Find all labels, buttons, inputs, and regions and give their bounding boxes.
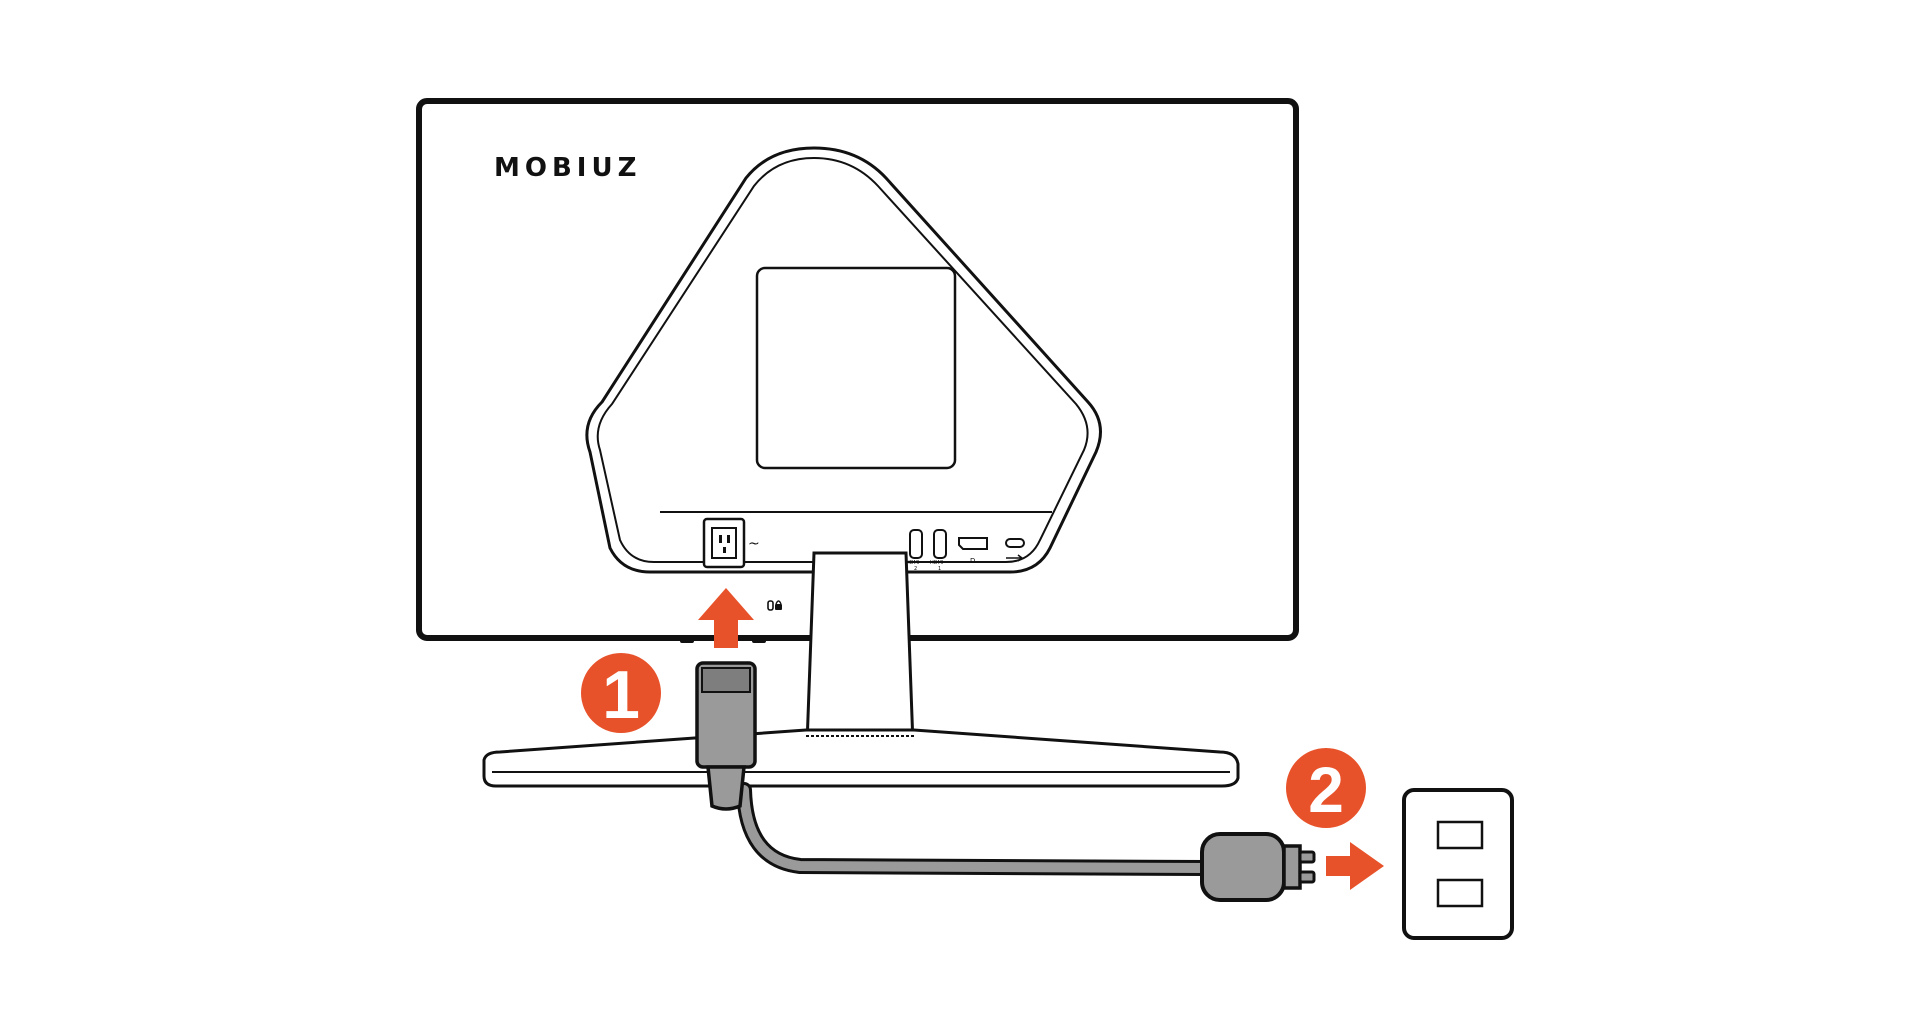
usb-c-port [1005, 538, 1025, 562]
hdmi-port-2: HDMI 2 [906, 529, 923, 572]
power-plug-icon [1200, 832, 1316, 902]
step-badge-2: 2 [1286, 748, 1366, 828]
kensington-lock-icon [767, 600, 782, 611]
step-number-1: 1 [602, 657, 640, 733]
usb-icon [1006, 554, 1024, 562]
monitor-stand [482, 551, 1240, 788]
power-cable [736, 782, 1214, 876]
wall-outlet-icon [1402, 788, 1514, 940]
iec-connector [695, 661, 757, 811]
svg-text:HDMI: HDMI [930, 560, 943, 566]
svg-text:2: 2 [914, 566, 917, 572]
power-symbol: ~ [748, 536, 760, 552]
vesa-plate [755, 266, 957, 470]
stand-base [482, 728, 1240, 788]
step-number-2: 2 [1308, 754, 1344, 826]
frame-bump-right [752, 638, 766, 643]
displayport-port: D [958, 537, 988, 565]
arrow-right-icon [1326, 842, 1384, 890]
svg-text:HDMI: HDMI [906, 560, 919, 566]
frame-bump-left [680, 638, 694, 643]
svg-text:1: 1 [938, 566, 941, 572]
monitor: MOBIUZ ~ HDMI 2 HDMI 1 [416, 98, 1299, 643]
ac-power-inlet [702, 517, 746, 569]
arrow-up-icon [698, 588, 754, 648]
brand-logo: MOBIUZ [494, 153, 641, 183]
step-badge-1: 1 [581, 653, 661, 733]
hdmi-port-1: HDMI 1 [930, 529, 947, 572]
svg-text:D: D [970, 557, 975, 565]
